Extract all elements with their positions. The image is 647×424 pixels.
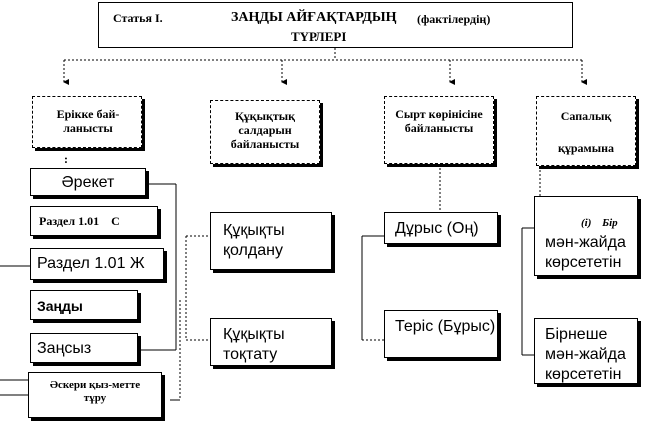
col2-toktatu: Құқықты тоқтату [210, 318, 332, 366]
title-line2: ТҮРЛЕРІ [291, 29, 347, 44]
col1-areket-text: Әрекет [61, 174, 115, 191]
col1-zansyz-text: Заңсыз [37, 340, 92, 357]
col2-koldanu-text: Құқықты қолдану [223, 222, 285, 259]
category-syrt: Сырт көрінісіне байланысты [384, 96, 494, 164]
col3-teris: Теріс (Бұрыс) [384, 310, 498, 358]
category-quqyq-text: Құқықтық салдарын байланысты [230, 109, 300, 151]
col1-zandy: Заңды [30, 290, 138, 320]
category-sapa: Сапалық құрамына [536, 96, 636, 166]
col4-bir-word: Бір [602, 217, 618, 229]
category-erik-text: Ерікке бай-ланысты [56, 107, 120, 135]
col2-koldanu: Құқықты қолдану [210, 212, 332, 270]
col1-askeri-text: Әскери қыз-метте тұру [49, 379, 141, 404]
col3-durys-text: Дұрыс (Оң) [395, 220, 479, 237]
col3-durys: Дұрыс (Оң) [384, 212, 498, 244]
title-label: Статья I. [113, 11, 163, 25]
category-erik: Ерікке бай-ланысты [32, 96, 142, 148]
col4-bir-rest: мән-жайда көрсететін [545, 234, 626, 271]
category-syrt-text: Сырт көрінісіне байланысты [395, 107, 483, 135]
col1-razdel-1-text: Раздел 1.01 С [39, 214, 120, 228]
col1-zansyz: Заңсыз [30, 333, 138, 363]
title-paren: (фактілердің) [417, 12, 491, 26]
col1-razdel-2-text: Раздел 1.01 Ж [37, 255, 145, 272]
category-erik-dots: : [64, 152, 68, 166]
category-sapa-line1: Сапалық [560, 109, 612, 123]
title-box: Статья I. ЗАҢДЫ АЙҒАҚТАРДЫҢ (фактілердің… [98, 2, 573, 48]
category-quqyq: Құқықтық салдарын байланысты [210, 100, 320, 164]
col3-teris-text: Теріс (Бұрыс) [395, 318, 496, 335]
col4-birneshe-text: Бірнеше мән-жайда көрсететін [545, 326, 626, 383]
title-main: ЗАҢДЫ АЙҒАҚТАРДЫҢ [231, 10, 397, 25]
col4-bir: (i) Бір мән-жайда көрсететін [534, 196, 638, 276]
col1-razdel-1: Раздел 1.01 С [30, 206, 158, 236]
col1-razdel-2: Раздел 1.01 Ж [30, 248, 164, 280]
col1-zandy-text: Заңды [37, 298, 83, 314]
col1-areket: Әрекет [30, 168, 146, 196]
col2-toktatu-text: Құқықты тоқтату [223, 326, 285, 363]
col1-askeri: Әскери қыз-метте тұру [28, 372, 162, 418]
col4-birneshe: Бірнеше мән-жайда көрсететін [534, 318, 638, 384]
category-sapa-line2: құрамына [557, 141, 615, 155]
col4-bir-marker: (i) [581, 217, 592, 229]
